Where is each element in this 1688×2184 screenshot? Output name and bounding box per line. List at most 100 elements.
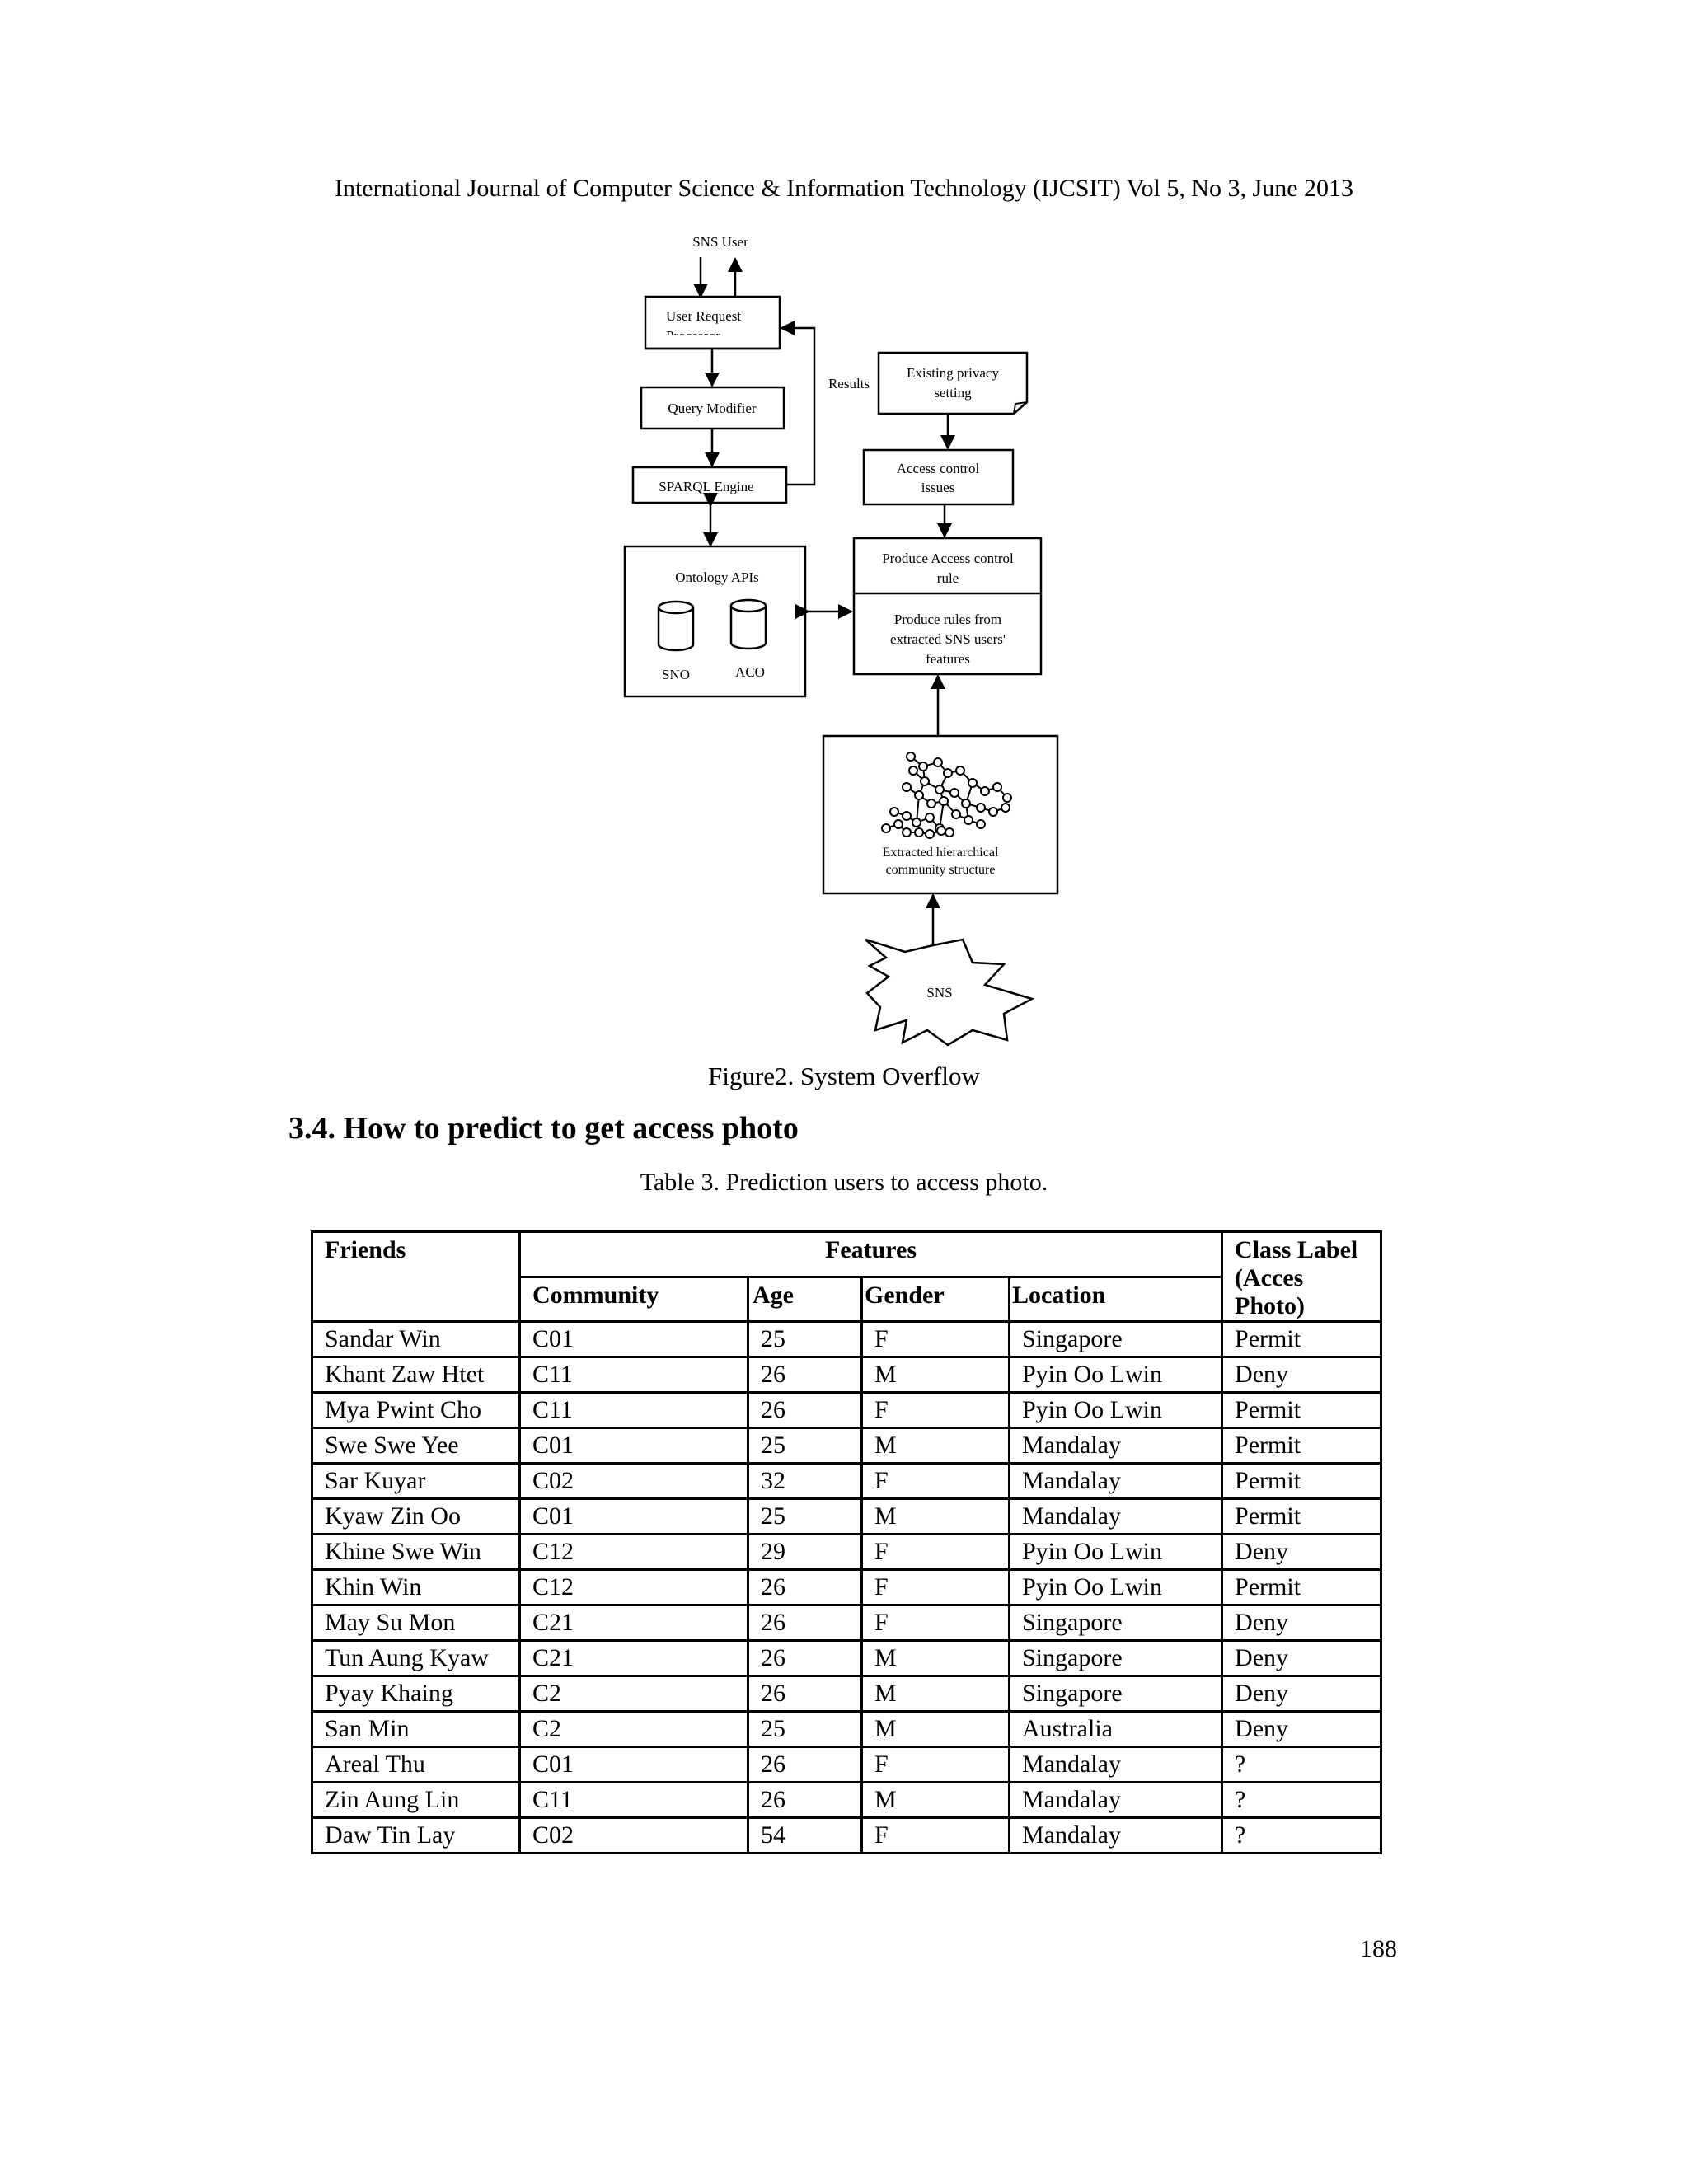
cell-location: Mandalay	[1007, 1746, 1224, 1783]
cell-community: C11	[518, 1781, 749, 1819]
produce-rule-label-2: rule	[937, 570, 959, 586]
cell-class-label: Permit	[1221, 1568, 1383, 1606]
existing-privacy-setting-shape	[877, 351, 1029, 415]
cell-gender: F	[860, 1462, 1010, 1500]
produce-rule-label-1: Produce Access control	[882, 551, 1014, 566]
cell-friend-name: Sandar Win	[311, 1320, 521, 1358]
header-location: Location	[1007, 1275, 1224, 1323]
header-features: Features	[518, 1230, 1224, 1278]
cell-friend-name: Khin Win	[311, 1568, 521, 1606]
community-graph-icon	[881, 752, 1012, 839]
cell-class-label: Permit	[1221, 1497, 1383, 1535]
cell-location: Singapore	[1007, 1675, 1224, 1713]
cell-friend-name: Sar Kuyar	[311, 1462, 521, 1500]
cell-class-label: Permit	[1221, 1320, 1383, 1358]
cell-class-label: Permit	[1221, 1462, 1383, 1500]
access-control-issues-label-2: issues	[921, 480, 955, 495]
cell-age: 26	[747, 1675, 863, 1713]
cell-age: 25	[747, 1497, 863, 1535]
cell-age: 26	[747, 1639, 863, 1677]
cell-location: Pyin Oo Lwin	[1007, 1568, 1224, 1606]
cell-friend-name: Khine Swe Win	[311, 1533, 521, 1571]
cell-location: Mandalay	[1007, 1497, 1224, 1535]
cell-location: Mandalay	[1007, 1427, 1224, 1465]
cell-age: 25	[747, 1710, 863, 1748]
query-modifier-label: Query Modifier	[668, 401, 757, 416]
cell-class-label: Permit	[1221, 1391, 1383, 1429]
sparql-engine-label: SPARQL Engine	[659, 479, 753, 494]
cell-class-label: Deny	[1221, 1604, 1383, 1642]
cell-friend-name: Pyay Khaing	[311, 1675, 521, 1713]
cell-friend-name: Daw Tin Lay	[311, 1816, 521, 1854]
cell-friend-name: Khant Zaw Htet	[311, 1356, 521, 1394]
cell-class-label: ?	[1221, 1781, 1383, 1819]
table-caption: Table 3. Prediction users to access phot…	[640, 1169, 1048, 1196]
cell-location: Singapore	[1007, 1639, 1224, 1677]
cell-friend-name: Kyaw Zin Oo	[311, 1497, 521, 1535]
cell-gender: F	[860, 1568, 1010, 1606]
cell-class-label: Permit	[1221, 1427, 1383, 1465]
header-community: Community	[518, 1275, 749, 1323]
query-modifier-box	[640, 386, 785, 430]
cell-friend-name: Tun Aung Kyaw	[311, 1639, 521, 1677]
cell-gender: M	[860, 1639, 1010, 1677]
cell-community: C02	[518, 1462, 749, 1500]
cell-community: C01	[518, 1746, 749, 1783]
header-friends: Friends	[311, 1230, 521, 1323]
sno-database-icon	[657, 600, 695, 652]
section-heading: 3.4. How to predict to get access photo	[288, 1111, 799, 1146]
produce-from-label-1: Produce rules from	[894, 612, 1001, 627]
cell-community: C2	[518, 1710, 749, 1748]
cell-class-label: Deny	[1221, 1675, 1383, 1713]
access-control-issues-box	[862, 448, 1015, 506]
prediction-table: Friends Features Class Label (Acces Phot…	[311, 1230, 1383, 1854]
cell-class-label: ?	[1221, 1746, 1383, 1783]
cell-community: C01	[518, 1320, 749, 1358]
cell-community: C2	[518, 1675, 749, 1713]
cell-location: Mandalay	[1007, 1781, 1224, 1819]
cell-community: C12	[518, 1533, 749, 1571]
cell-gender: F	[860, 1391, 1010, 1429]
produce-from-label-2: extracted SNS users'	[890, 631, 1006, 647]
cell-gender: M	[860, 1356, 1010, 1394]
cell-community: C01	[518, 1497, 749, 1535]
cell-age: 32	[747, 1462, 863, 1500]
cell-age: 25	[747, 1320, 863, 1358]
cell-gender: M	[860, 1427, 1010, 1465]
cell-community: C01	[518, 1427, 749, 1465]
aco-label: ACO	[735, 664, 765, 680]
cell-age: 26	[747, 1781, 863, 1819]
sno-label: SNO	[662, 667, 690, 682]
cell-location: Mandalay	[1007, 1816, 1224, 1854]
cell-age: 26	[747, 1604, 863, 1642]
cell-gender: F	[860, 1816, 1010, 1854]
cell-age: 26	[747, 1356, 863, 1394]
cell-class-label: Deny	[1221, 1533, 1383, 1571]
user-request-processor-label-1: User Request	[666, 308, 741, 324]
cell-age: 26	[747, 1391, 863, 1429]
cell-gender: M	[860, 1781, 1010, 1819]
cell-location: Singapore	[1007, 1320, 1224, 1358]
cell-friend-name: Mya Pwint Cho	[311, 1391, 521, 1429]
page-number: 188	[1360, 1935, 1397, 1962]
table-header-row-2: Community Age Gender Location	[312, 1275, 1381, 1323]
cell-gender: M	[860, 1497, 1010, 1535]
cell-age: 29	[747, 1533, 863, 1571]
produce-access-control-box	[852, 537, 1043, 676]
cell-friend-name: San Min	[311, 1710, 521, 1748]
cell-gender: F	[860, 1604, 1010, 1642]
cell-community: C21	[518, 1604, 749, 1642]
